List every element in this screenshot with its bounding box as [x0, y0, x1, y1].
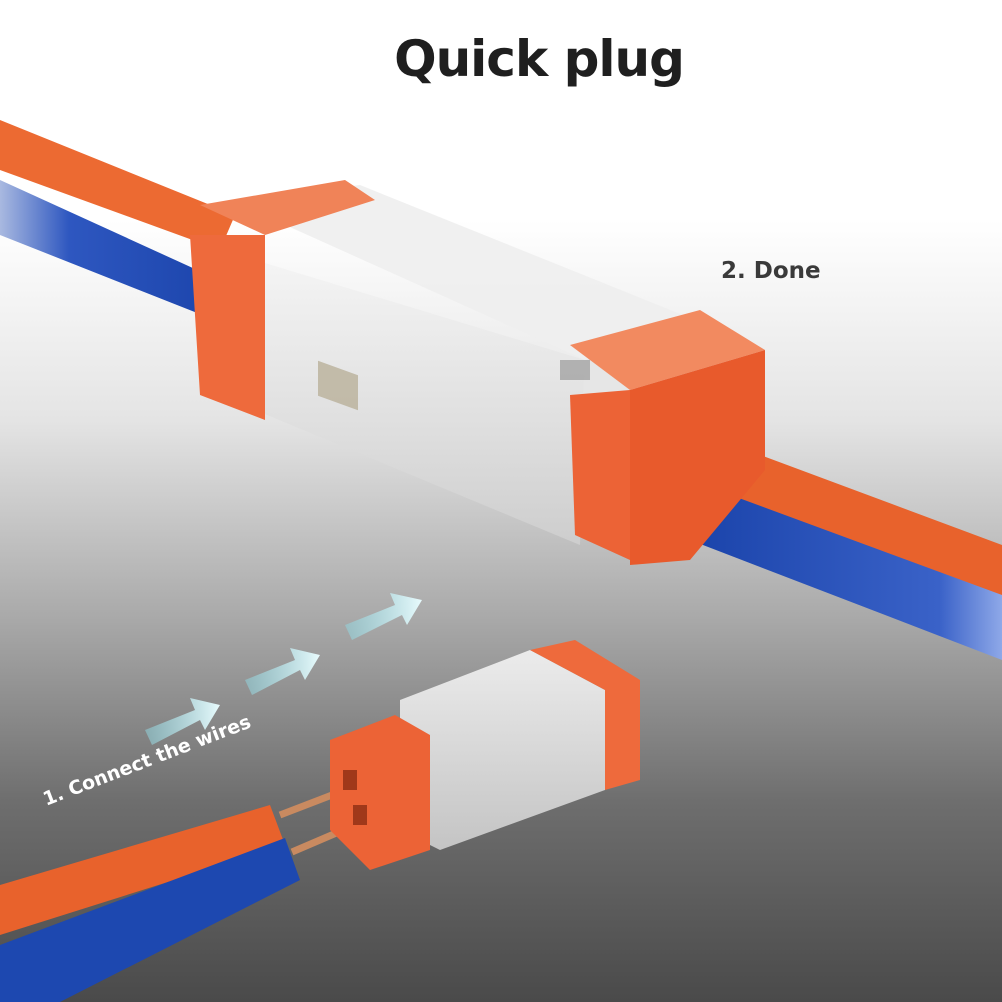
large-connector — [190, 180, 765, 565]
small-connector — [330, 640, 640, 870]
page-title: Quick plug — [394, 30, 685, 88]
wires-bottom — [0, 786, 357, 1002]
arrow-icons — [145, 593, 422, 745]
step-done-label: 2. Done — [721, 258, 821, 284]
wires-left-top — [0, 120, 235, 320]
wires-right-top — [690, 440, 1002, 660]
